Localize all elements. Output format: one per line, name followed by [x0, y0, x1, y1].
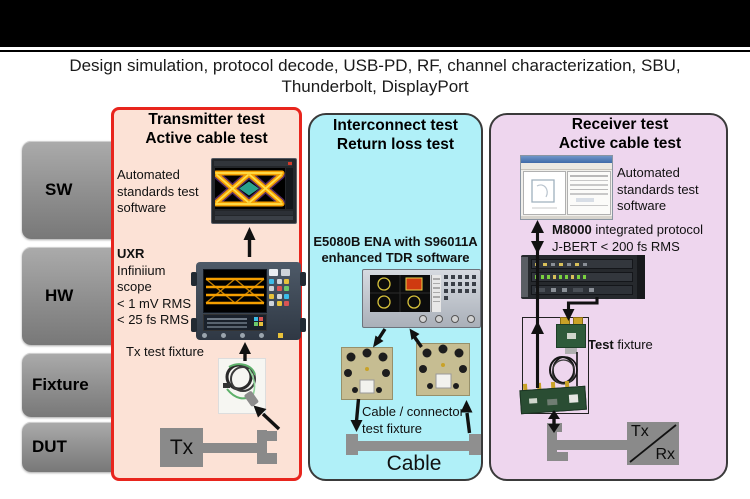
interconnect-panel-title: Interconnect test Return loss test [312, 117, 479, 154]
top-black-bar [0, 0, 750, 47]
uxr-spec1: < 1 mV RMS [117, 295, 192, 311]
tx-connector-body [257, 430, 267, 464]
receiver-title-line2: Active cable test [558, 134, 682, 152]
interconnect-title-line2: Return loss test [336, 135, 455, 153]
transmitter-fixture-label: Tx test fixture [126, 344, 205, 359]
m8000-label-line2: J-BERT < 200 fs RMS [552, 238, 680, 254]
m8000-label-line1: M8000 integrated protocol [552, 222, 708, 239]
m8000-jbert-image [521, 255, 645, 299]
title-divider-line [0, 50, 750, 52]
cable-dut-label: Cable [386, 452, 442, 475]
transmitter-title-line2: Active cable test [145, 129, 268, 147]
receiver-fixture-rest: fixture [613, 337, 653, 352]
rx-cable-bar [555, 440, 628, 450]
ena-label-line1: E5080B ENA with S96011A [313, 234, 478, 249]
slide-title-line2: Thunderbolt, DisplayPort [281, 77, 469, 96]
uxr-name: UXR [117, 246, 145, 261]
eye-diagram-screenshot [211, 158, 297, 224]
uxr-oscilloscope-image [191, 262, 306, 340]
receiver-software-screenshot [520, 155, 613, 220]
tx-connector-tab-bottom [265, 453, 277, 464]
transmitter-software-label: Automated standards test software [117, 167, 199, 215]
tab-dut: DUT [22, 422, 125, 472]
receiver-fixture-label: Test fixture [588, 337, 653, 354]
txrx-dut-block: Tx Rx [627, 422, 679, 465]
uxr-line1: Infiniium [117, 262, 166, 278]
tab-fixture: Fixture [22, 353, 125, 417]
transmitter-title-line1: Transmitter test [148, 111, 265, 128]
receiver-test-fixture-pcb [556, 317, 586, 354]
tx-dut-label: Tx [169, 435, 194, 459]
m8000-rest: integrated protocol [591, 222, 704, 237]
tab-sw-label: SW [45, 180, 73, 199]
m8000-label: M8000 integrated protocol J-BERT < 200 f… [552, 222, 708, 255]
ena-network-analyzer-image [362, 269, 481, 328]
rx-connector-tab-bottom [547, 452, 568, 461]
slide-title-line1: Design simulation, protocol decode, USB-… [69, 56, 681, 75]
txrx-tx-label: Tx [631, 423, 649, 440]
ena-instrument-label: E5080B ENA with S96011A enhanced TDR sof… [310, 234, 481, 265]
m8000-name: M8000 [552, 222, 592, 237]
connector-fixture-board-right [416, 343, 470, 396]
tab-dut-label: DUT [32, 437, 67, 456]
receiver-software-label: Automated standards test software [617, 165, 699, 213]
txrx-rx-label: Rx [655, 446, 675, 463]
interconnect-fixture-label: Cable / connector test fixture [362, 404, 468, 437]
interconnect-title-line1: Interconnect test [333, 117, 458, 134]
connector-fixture-board-left [341, 347, 393, 400]
tab-fixture-label: Fixture [32, 375, 89, 394]
tx-connector-tab-top [265, 431, 277, 441]
tx-cable-bar [201, 443, 259, 453]
uxr-line2: scope [117, 279, 152, 294]
tx-fixture-photo [218, 358, 266, 414]
tx-dut-block: Tx [160, 428, 203, 467]
uxr-spec2: < 25 fs RMS [117, 312, 189, 327]
tab-hw-label: HW [45, 286, 74, 305]
receiver-dut-pcb [519, 380, 587, 417]
cable-end-right [469, 434, 481, 455]
receiver-title-line1: Receiver test [571, 116, 669, 133]
transmitter-scope-specs: UXR Infiniium scope < 1 mV RMS < 25 fs R… [117, 246, 203, 329]
slide-title: Design simulation, protocol decode, USB-… [0, 55, 750, 97]
receiver-fixture-name: Test [588, 337, 614, 352]
interconnect-fixture-line1: Cable / connector [362, 404, 464, 419]
ena-label-line2: enhanced TDR software [321, 249, 470, 265]
rx-connector-body [547, 423, 557, 461]
cable-bar [352, 441, 475, 451]
interconnect-fixture-line2: test fixture [362, 420, 422, 436]
receiver-panel-title: Receiver test Active cable test [509, 116, 731, 153]
transmitter-panel-title: Transmitter test Active cable test [114, 111, 299, 148]
